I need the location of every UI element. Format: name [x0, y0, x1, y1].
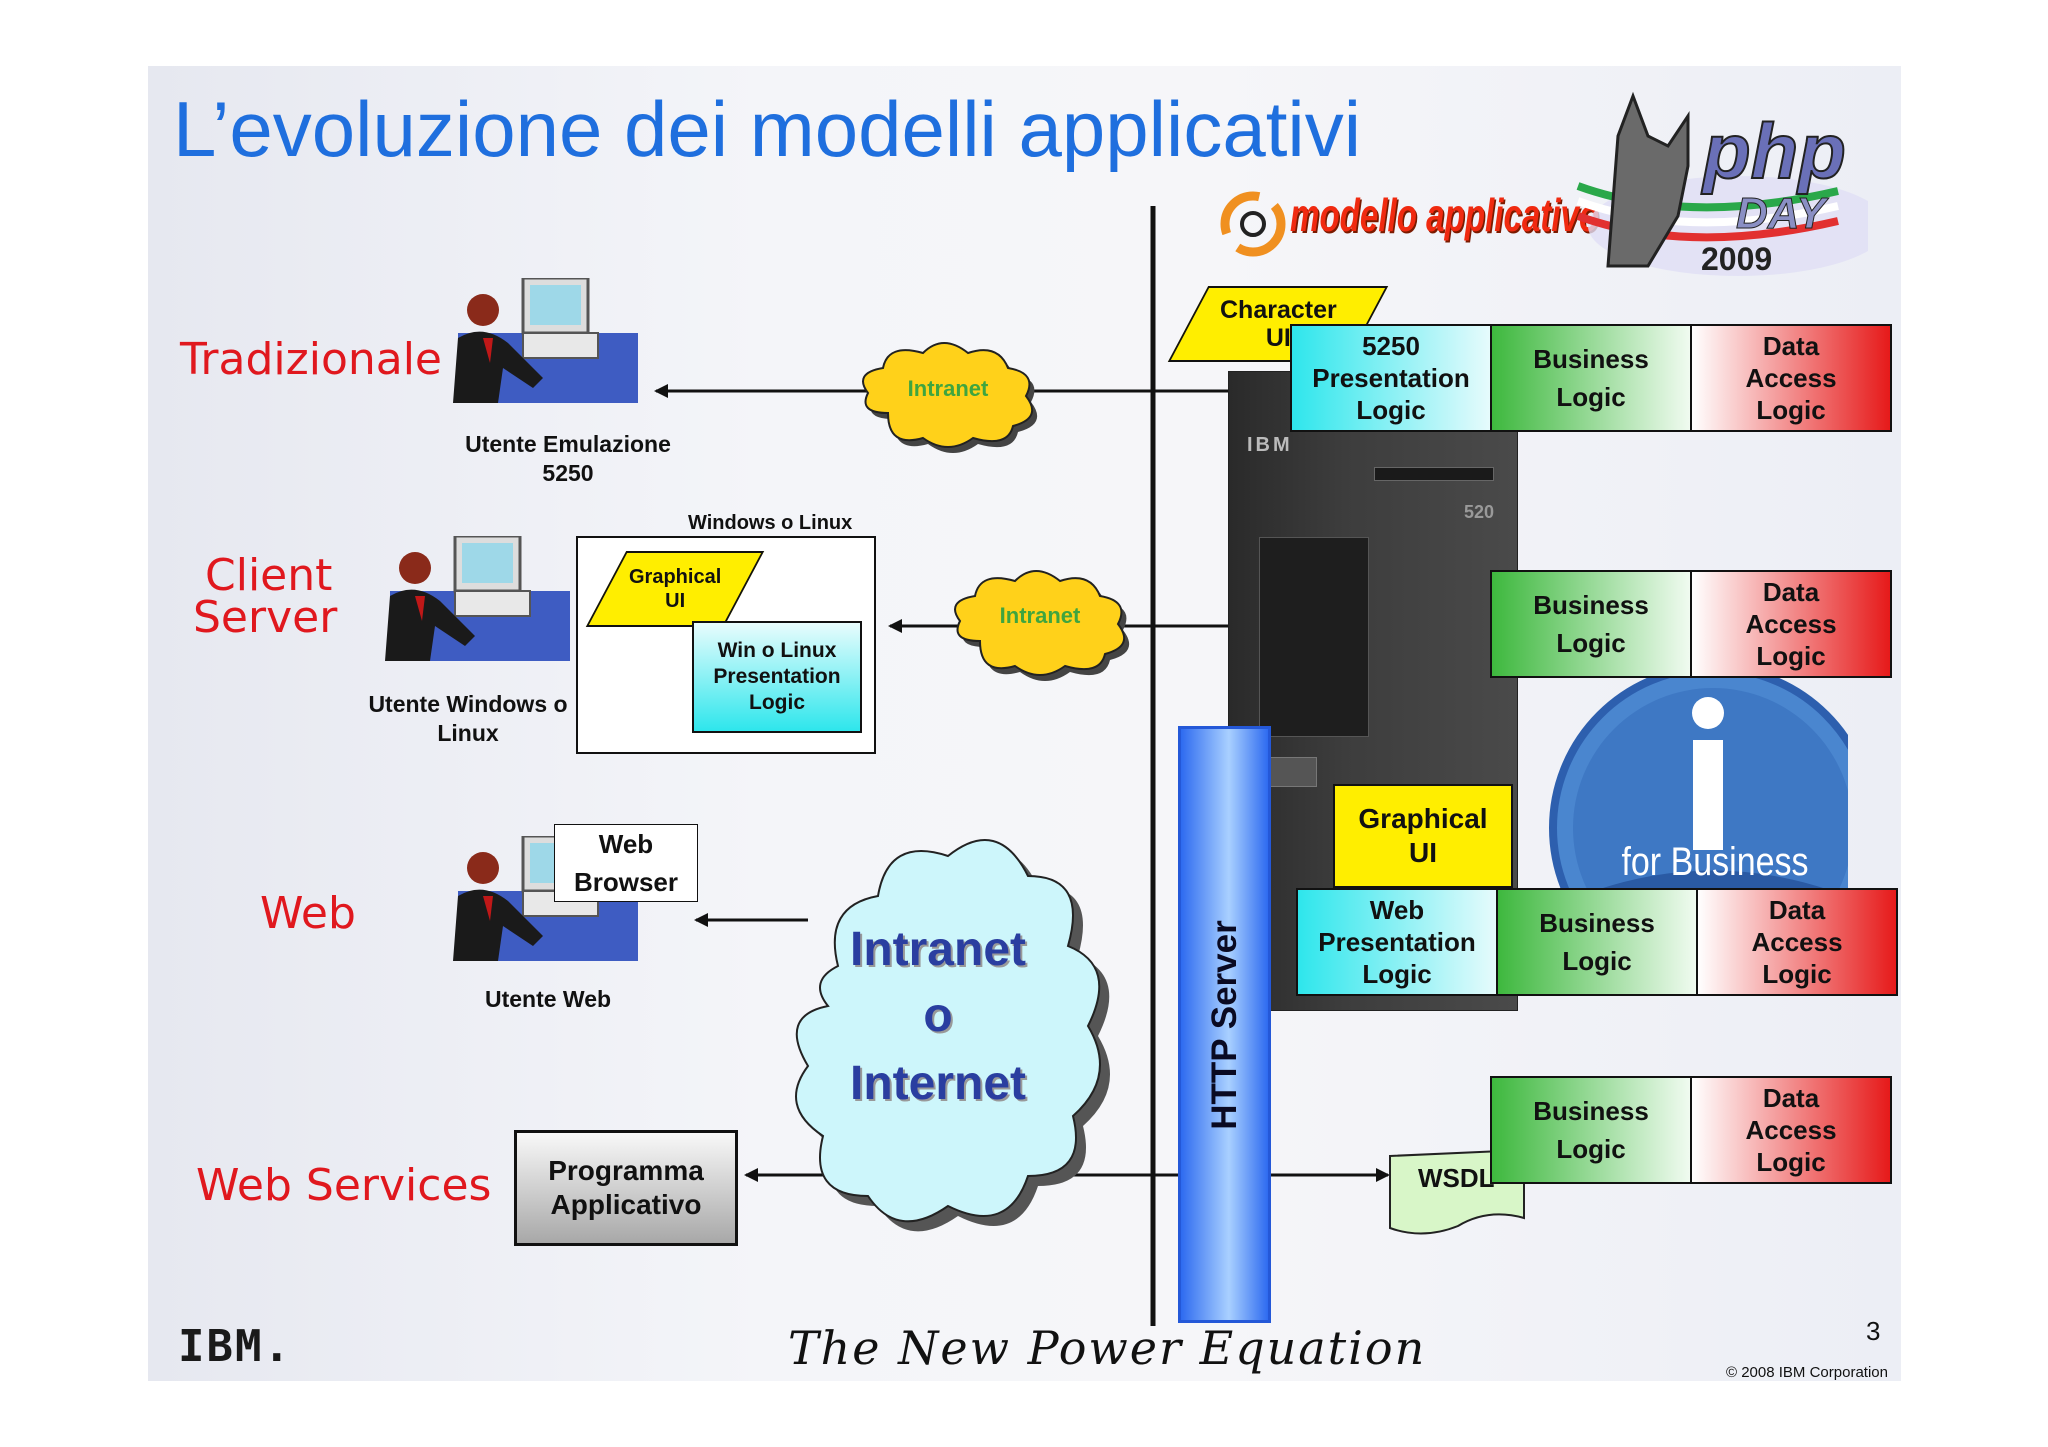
- row-label-web: Web: [260, 888, 356, 939]
- server-model: 520: [1464, 502, 1495, 522]
- http-server-label: HTTP Server: [1204, 919, 1244, 1130]
- user-emulazione-icon: [453, 278, 638, 403]
- http-server-bar: HTTP Server: [1178, 726, 1271, 1323]
- webpres-line1: Web: [1369, 895, 1425, 925]
- server-drive-bay: [1259, 537, 1369, 737]
- data-4-line1: Data: [1762, 1083, 1820, 1113]
- data-access-box-1: Data Access Logic: [1690, 324, 1892, 432]
- phpday-php: php: [1702, 106, 1847, 196]
- internet-cloud-line1: Intranet: [849, 923, 1026, 976]
- programma-line1: Programma: [548, 1155, 704, 1186]
- phpday-logo: php DAY 2009: [1538, 76, 1868, 301]
- intranet-label-1: Intranet: [907, 376, 989, 401]
- client-presentation-line2: Presentation: [713, 665, 841, 688]
- data-2-line1: Data: [1762, 577, 1820, 607]
- user-windows-icon: [385, 536, 570, 661]
- data-1-line1: Data: [1762, 331, 1820, 361]
- row-label-client: Client: [205, 550, 333, 601]
- p5250-line1: 5250: [1362, 331, 1420, 361]
- client-presentation-line3: Logic: [749, 691, 805, 714]
- graphical-ui-line1: Graphical: [1358, 803, 1488, 834]
- internet-cloud: [795, 839, 1110, 1232]
- user-windows-line1: Utente Windows o: [368, 691, 568, 717]
- wsdl-label: WSDL: [1418, 1163, 1495, 1193]
- client-graphical-ui-line2: UI: [664, 590, 685, 612]
- web-browser-box: Web Browser: [554, 824, 698, 902]
- business-4-line1: Business: [1533, 1096, 1649, 1126]
- data-2-line3: Logic: [1756, 641, 1826, 671]
- internet-cloud-line2: o: [923, 989, 953, 1042]
- web-browser-line1: Web: [598, 829, 654, 859]
- web-browser-line2: Browser: [573, 867, 679, 897]
- data-3-line3: Logic: [1762, 959, 1832, 989]
- character-ui-line1: Character: [1219, 296, 1337, 324]
- slide: L’evoluzione dei modelli applicativi mod…: [148, 66, 1901, 1381]
- business-logic-box-1: Business Logic: [1490, 324, 1692, 432]
- page-title: L’evoluzione dei modelli applicativi: [173, 85, 1362, 173]
- phpday-year: 2009: [1701, 241, 1773, 277]
- business-1-line2: Logic: [1556, 382, 1626, 412]
- ibm-logo: IBM.: [178, 1321, 292, 1372]
- business-2-line1: Business: [1533, 590, 1649, 620]
- business-1-line1: Business: [1533, 344, 1649, 374]
- data-access-box-4: Data Access Logic: [1690, 1076, 1892, 1184]
- client-presentation-box: Win o Linux Presentation Logic: [692, 621, 862, 733]
- client-graphical-ui-line1: Graphical: [628, 566, 722, 588]
- user-emulazione-line1: Utente Emulazione: [465, 431, 671, 457]
- presentation-5250-box: 5250 Presentation Logic: [1290, 324, 1492, 432]
- client-graphical-ui-label: Graphical UI: [629, 565, 721, 613]
- banner-label: modello applicativo: [1290, 189, 1600, 241]
- programma-applicativo-box: Programma Applicativo: [514, 1130, 738, 1246]
- phpday-day: DAY: [1736, 189, 1827, 239]
- intranet-cloud-2: [954, 570, 1130, 681]
- client-presentation-line1: Win o Linux: [717, 639, 837, 662]
- data-2-line2: Access: [1745, 609, 1837, 639]
- copyright: © 2008 IBM Corporation: [1726, 1364, 1888, 1381]
- business-logic-box-4: Business Logic: [1490, 1076, 1692, 1184]
- business-4-line2: Logic: [1556, 1134, 1626, 1164]
- server-brand: IBM: [1247, 434, 1293, 456]
- graphical-ui-line2: UI: [1409, 837, 1437, 868]
- user-emulazione-line2: 5250: [542, 460, 594, 486]
- user-web-label: Utente Web: [484, 986, 612, 1012]
- data-4-line3: Logic: [1756, 1147, 1826, 1177]
- web-presentation-box: Web Presentation Logic: [1296, 888, 1498, 996]
- intranet-cloud-1: [862, 342, 1038, 453]
- p5250-line2: Presentation: [1312, 363, 1470, 393]
- data-access-box-3: Data Access Logic: [1696, 888, 1898, 996]
- business-2-line2: Logic: [1556, 628, 1626, 658]
- business-logic-box-2: Business Logic: [1490, 570, 1692, 678]
- refresh-icon: [1220, 191, 1286, 257]
- data-3-line1: Data: [1768, 895, 1826, 925]
- data-access-box-2: Data Access Logic: [1690, 570, 1892, 678]
- server-panel: [1374, 467, 1494, 481]
- tagline: The New Power Equation: [788, 1321, 1427, 1375]
- business-3-line2: Logic: [1562, 946, 1632, 976]
- row-label-server: Server: [193, 592, 338, 643]
- row-label-web-services: Web Services: [196, 1160, 492, 1211]
- data-4-line2: Access: [1745, 1115, 1837, 1145]
- webpres-line2: Presentation: [1318, 927, 1476, 957]
- ibm-i-logo: i for Business: [1548, 678, 1848, 948]
- page-number: 3: [1866, 1316, 1881, 1346]
- data-1-line3: Logic: [1756, 395, 1826, 425]
- programma-line2: Applicativo: [550, 1189, 702, 1220]
- modello-applicativo-banner: modello applicativo: [1208, 184, 1600, 264]
- intranet-label-2: Intranet: [999, 603, 1081, 628]
- ibm-i-caption: for Business: [1621, 840, 1809, 884]
- webpres-line3: Logic: [1362, 959, 1432, 989]
- data-3-line2: Access: [1751, 927, 1843, 957]
- business-3-line1: Business: [1539, 908, 1655, 938]
- data-1-line2: Access: [1745, 363, 1837, 393]
- p5250-line3: Logic: [1356, 395, 1426, 425]
- business-logic-box-3: Business Logic: [1496, 888, 1698, 996]
- row-label-tradizionale: Tradizionale: [180, 334, 443, 385]
- internet-cloud-line3: Internet: [849, 1057, 1026, 1110]
- client-box-title: Windows o Linux: [688, 512, 853, 534]
- graphical-ui-box: Graphical UI: [1333, 784, 1513, 888]
- user-windows-line2: Linux: [437, 720, 499, 746]
